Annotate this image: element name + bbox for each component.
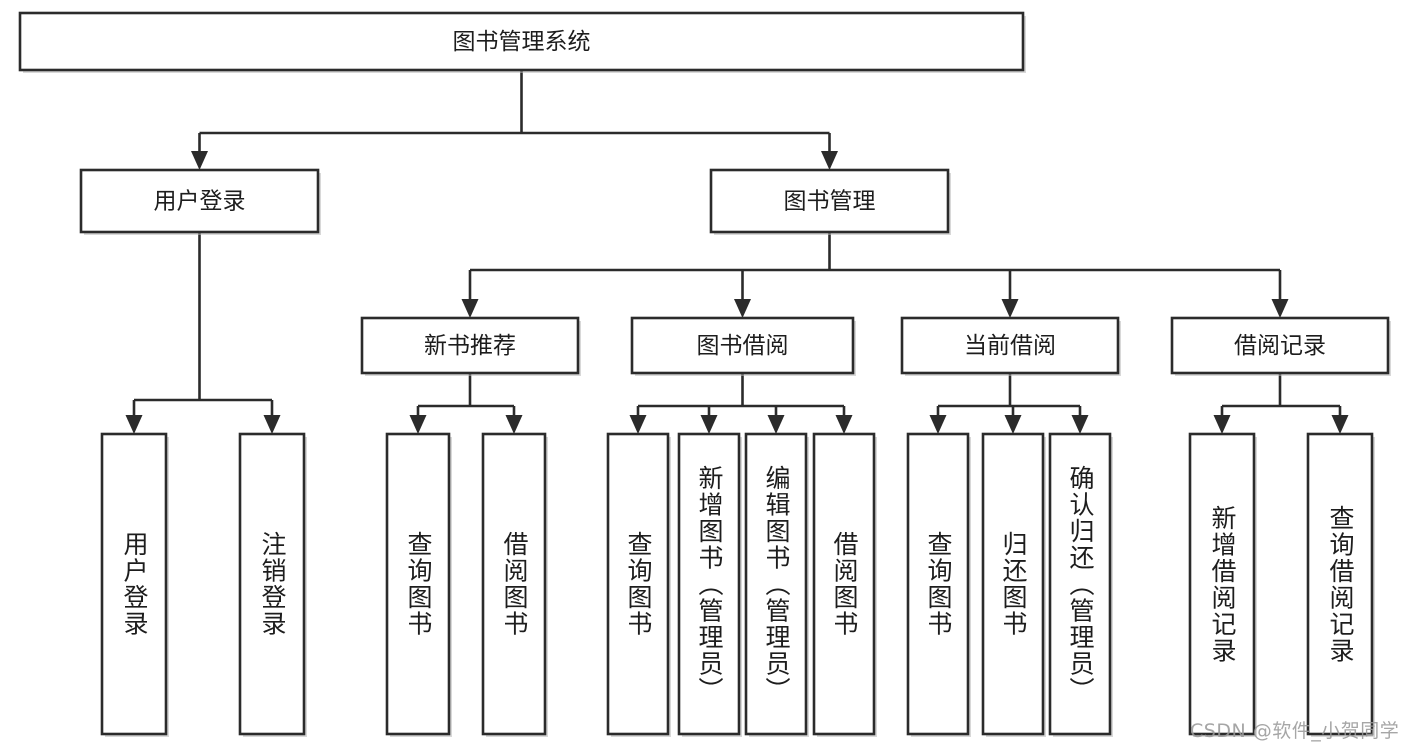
level3-1-to-leaves-arrow-1-head [700,415,718,434]
node-leaf-box-9[interactable] [981,432,1045,736]
node-leaf-box-11[interactable] [1188,432,1256,736]
connectors-layer [125,70,1349,434]
level3-1-to-leaves-arrow-3-head [835,415,853,434]
node-level3-label-2: 当前借阅 [964,333,1056,359]
book-mgmt-to-level3-arrow-1-head [734,299,751,318]
node-leaf-label-1: 注销登录 [258,531,287,637]
node-level2-box-1[interactable] [709,168,950,234]
node-leaf-label-9: 归还图书 [999,531,1028,637]
node-leaf-label-3: 借阅图书 [500,531,529,637]
node-leaf-label-5: 新增图书（管理员） [695,464,724,704]
node-leaf-box-0[interactable] [100,432,168,736]
node-level3-label-0: 新书推荐 [424,333,516,359]
root-to-level2-arrow-1-head [821,151,838,170]
node-leaf-label-4: 查询图书 [624,531,653,637]
node-leaf-box-3[interactable] [481,432,547,736]
node-leaf-label-12: 查询借阅记录 [1326,504,1355,664]
node-level2-box-0[interactable] [79,168,320,234]
node-leaf-box-8[interactable] [906,432,970,736]
node-level3-box-3[interactable] [1170,316,1390,375]
level3-3-to-leaves-arrow-0-head [1213,415,1231,434]
node-leaf-label-0: 用户登录 [120,531,149,637]
root-to-level2-arrow-0-head [191,151,208,170]
node-leaf-box-5[interactable] [677,432,741,736]
node-leaf-box-1[interactable] [238,432,306,736]
level3-2-to-leaves-arrow-2-head [1071,415,1089,434]
level3-0-to-leaves-arrow-0-head [409,415,427,434]
node-leaf-label-10: 确认归还（管理员） [1066,464,1095,704]
level3-3-to-leaves-arrow-1-head [1331,415,1349,434]
node-root-box[interactable] [18,11,1025,72]
node-level2-label-1: 图书管理 [784,189,876,215]
node-level3-box-0[interactable] [360,316,580,375]
node-leaf-label-11: 新增借阅记录 [1208,504,1237,664]
level3-1-to-leaves-arrow-0-head [629,415,647,434]
node-level3-label-3: 借阅记录 [1234,333,1326,359]
node-leaf-box-6[interactable] [744,432,808,736]
node-leaf-box-10[interactable] [1048,432,1112,736]
node-level2-label-0: 用户登录 [154,189,246,215]
node-leaf-box-12[interactable] [1306,432,1374,736]
node-root-label: 图书管理系统 [453,29,591,55]
node-leaf-box-7[interactable] [812,432,876,736]
watermark-text: CSDN @软件_小贺同学 [1190,720,1400,742]
node-leaf-label-6: 编辑图书（管理员） [762,464,791,704]
user-login-to-leaves-arrow-1-head [263,415,281,434]
book-mgmt-to-level3-arrow-0-head [461,299,479,318]
node-leaf-label-2: 查询图书 [404,531,433,637]
node-level3-box-1[interactable] [630,316,855,375]
level3-2-to-leaves-arrow-0-head [929,415,947,434]
node-leaf-box-2[interactable] [385,432,451,736]
level3-2-to-leaves-arrow-1-head [1004,415,1022,434]
boxes-layer [18,11,1391,737]
book-mgmt-to-level3-arrow-3-head [1271,299,1289,318]
book-mgmt-to-level3-arrow-2-head [1001,299,1019,318]
node-level3-label-1: 图书借阅 [697,333,789,359]
user-login-to-leaves-arrow-0-head [125,415,143,434]
node-leaf-label-8: 查询图书 [924,531,953,637]
node-leaf-box-4[interactable] [606,432,670,736]
node-leaf-label-7: 借阅图书 [830,531,859,637]
level3-0-to-leaves-arrow-1-head [505,415,523,434]
node-level3-box-2[interactable] [900,316,1120,375]
level3-1-to-leaves-arrow-2-head [767,415,785,434]
